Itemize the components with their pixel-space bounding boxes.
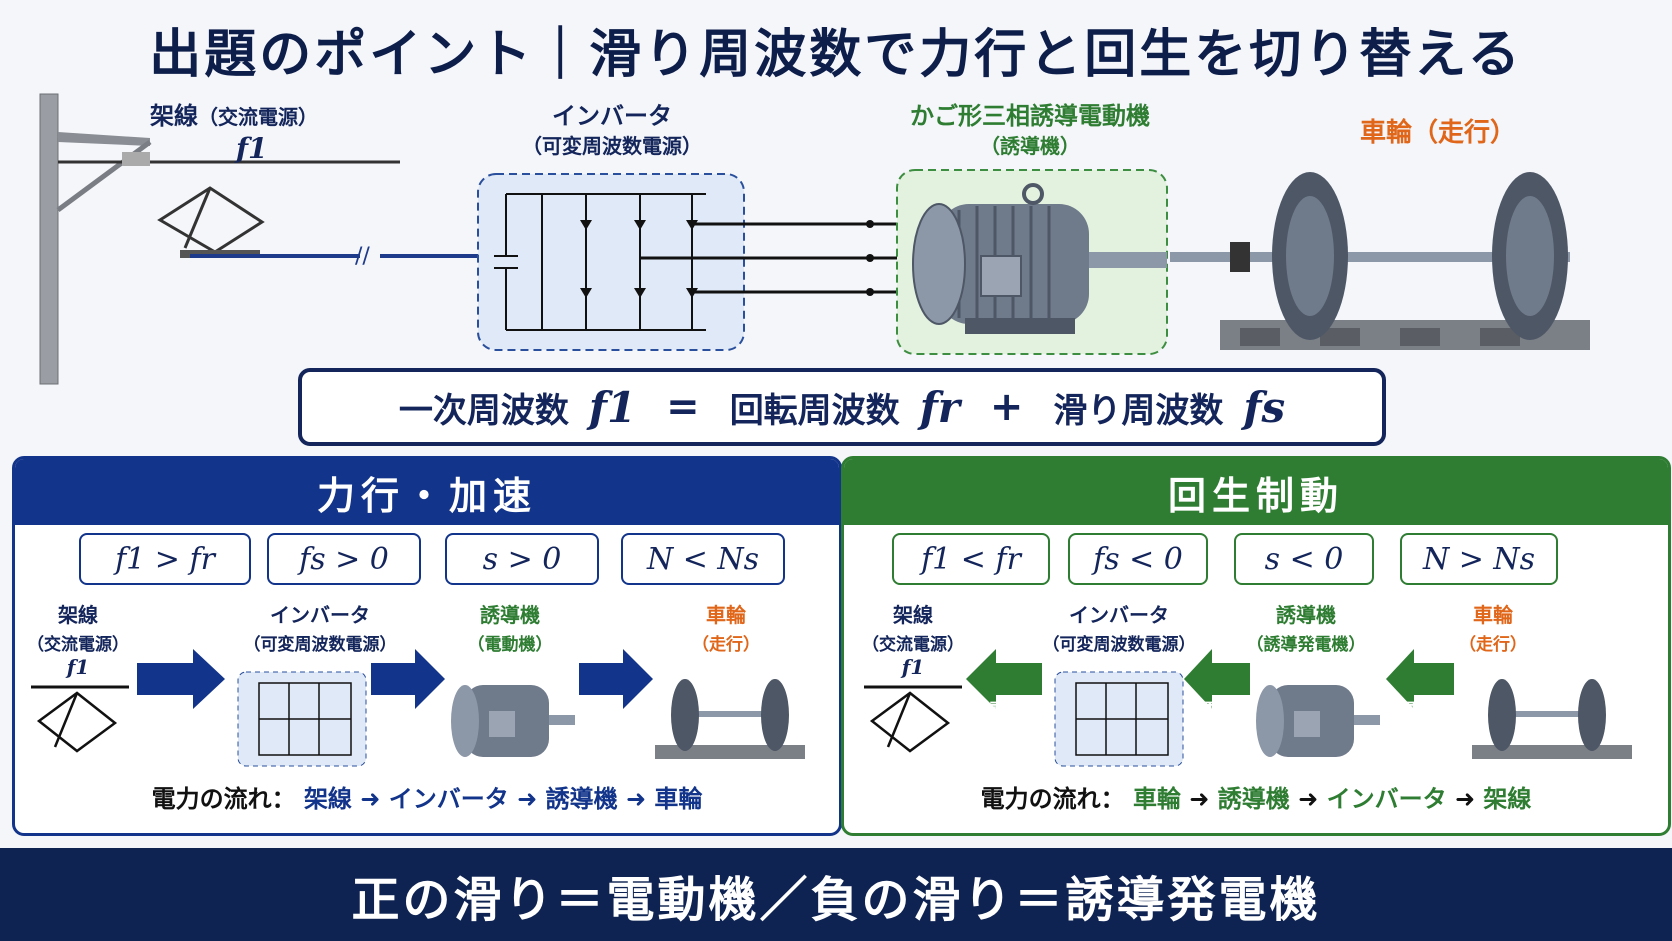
left-arrow-icon — [1386, 649, 1454, 709]
motor-sub: （誘導機） — [980, 134, 1080, 158]
motor-illustration — [896, 169, 1168, 355]
powering-inverter-icon — [237, 671, 367, 767]
powering-flow: 電力の流れ： 架線 ➜ インバータ ➜ 誘導機 ➜ 車輪 — [151, 785, 703, 813]
formula-plus: + — [989, 384, 1024, 430]
formula-rotation-symbol: fr — [919, 382, 960, 432]
regen-panel: 回生制動 f1 < fr fs < 0 s < 0 N > Ns 架線（交流電源… — [841, 456, 1671, 836]
powering-condition-slip: s > 0 — [445, 533, 599, 585]
inverter-circuit — [477, 173, 746, 351]
regen-inverter-icon — [1054, 671, 1184, 767]
page-title: 出題のポイント｜滑り周波数で力行と回生を切り替える — [149, 25, 1523, 85]
wheel-title: 車輪（走行） — [1360, 118, 1517, 148]
regen-condition-slipfreq: fs < 0 — [1068, 533, 1208, 585]
powering-pantograph-icon — [31, 685, 129, 753]
wire-freq: f1 — [236, 132, 268, 165]
powering-condition-slipfreq: fs > 0 — [267, 533, 421, 585]
regen-flow: 電力の流れ： 車輪 ➜ 誘導機 ➜ インバータ ➜ 架線 — [980, 785, 1532, 813]
regen-generator-icon — [1256, 685, 1380, 757]
regen-stage-inverter: インバータ（可変周波数電源） — [1042, 603, 1196, 655]
powering-stage-wire: 架線（交流電源） f1 — [27, 603, 129, 679]
left-arrow-icon — [966, 649, 1042, 709]
regen-condition-speed: N > Ns — [1400, 533, 1558, 585]
powering-condition-freq: f1 > fr — [79, 533, 251, 585]
formula-rotation-label: 回転周波数 — [729, 390, 900, 431]
powering-wheel-icon — [655, 679, 805, 759]
regen-header: 回生制動 — [844, 459, 1668, 525]
inverter-sub: （可変周波数電源） — [522, 134, 702, 158]
regen-stage-wire: 架線（交流電源） f1 — [862, 603, 964, 679]
right-arrow-icon — [579, 649, 653, 709]
formula-equals: = — [666, 384, 700, 430]
regen-stage-wheel: 車輪（走行） — [1459, 603, 1527, 655]
summary-banner: 正の滑り＝電動機／負の滑り＝誘導発電機 — [0, 848, 1672, 941]
svg-text://: // — [355, 244, 370, 269]
regen-wheel-icon — [1472, 679, 1632, 759]
regen-stage-motor: 誘導機（誘導発電機） — [1246, 603, 1366, 655]
powering-stage-motor: 誘導機（電動機） — [467, 603, 553, 655]
wheelset-illustration — [1170, 172, 1590, 350]
catenary-illustration: // — [39, 93, 400, 385]
phase-lines — [740, 220, 910, 296]
right-arrow-icon — [371, 649, 445, 709]
formula-primary-label: 一次周波数 — [398, 390, 569, 431]
frequency-formula: 一次周波数 f1 = 回転周波数 fr + 滑り周波数 fs — [298, 368, 1386, 446]
inverter-line-in — [398, 254, 478, 258]
formula-primary-symbol: f1 — [588, 382, 637, 432]
motor-title: かご形三相誘導電動機 — [910, 102, 1150, 130]
regen-condition-freq: f1 < fr — [892, 533, 1050, 585]
right-arrow-icon — [137, 649, 225, 709]
formula-slip-symbol: fs — [1243, 382, 1286, 432]
inverter-title: インバータ — [552, 102, 672, 130]
powering-condition-speed: N < Ns — [621, 533, 785, 585]
powering-motor-icon — [451, 685, 575, 757]
regen-condition-slip: s < 0 — [1234, 533, 1374, 585]
wire-label: 架線（交流電源） — [150, 102, 318, 130]
powering-stage-wheel: 車輪（走行） — [692, 603, 760, 655]
regen-pantograph-icon — [864, 685, 962, 753]
powering-panel: 力行・加速 f1 > fr fs > 0 s > 0 N < Ns 架線（交流電… — [12, 456, 842, 836]
powering-header: 力行・加速 — [15, 459, 839, 525]
left-arrow-icon — [1184, 649, 1250, 709]
formula-slip-label: 滑り周波数 — [1053, 390, 1224, 431]
powering-stage-inverter: インバータ（可変周波数電源） — [243, 603, 397, 655]
